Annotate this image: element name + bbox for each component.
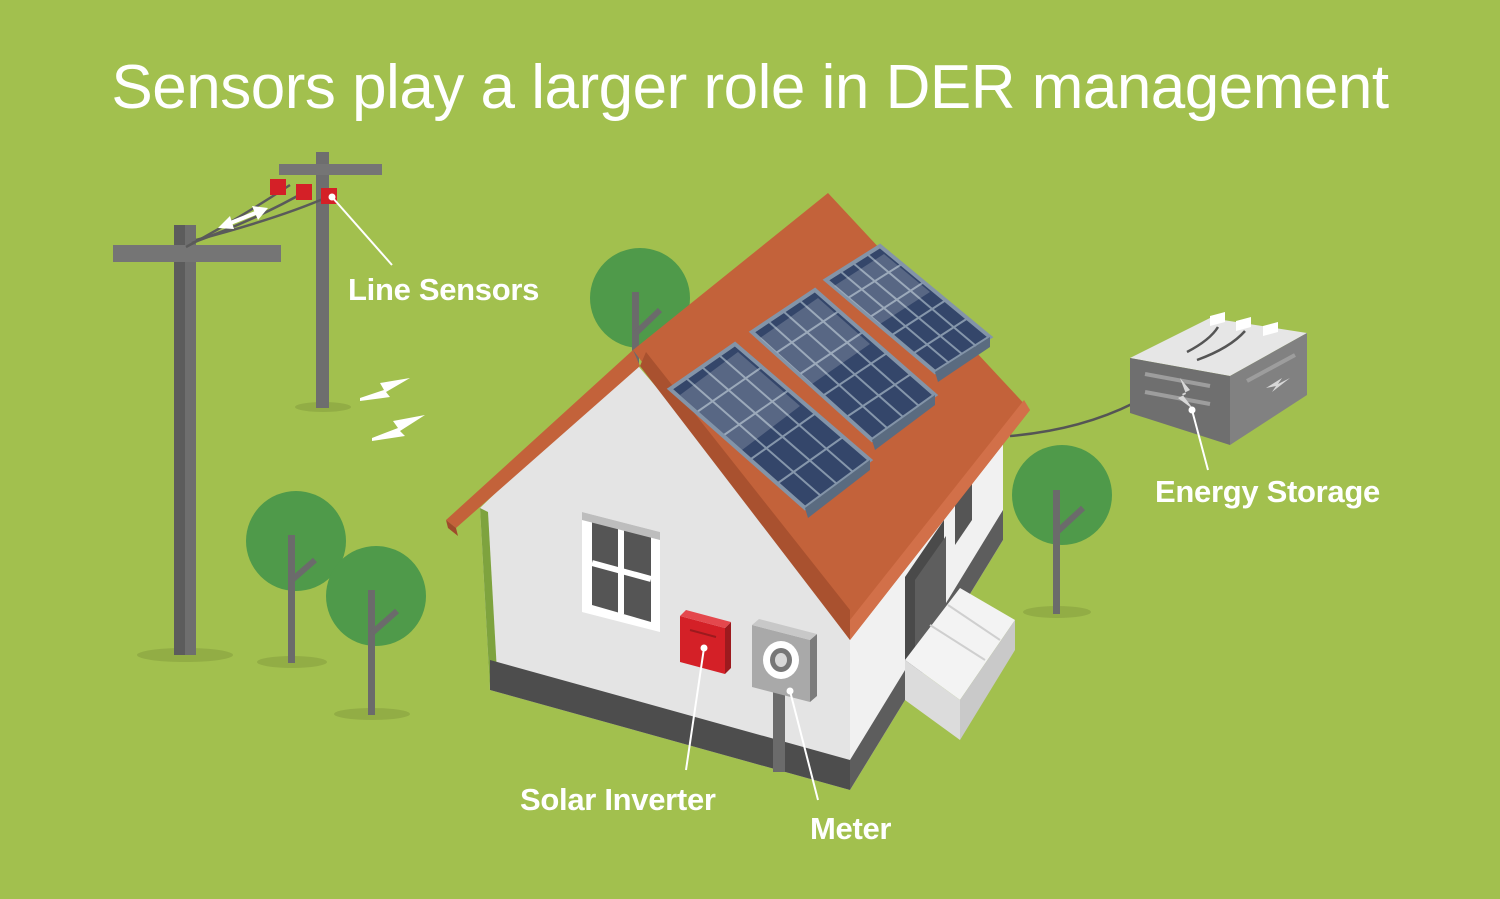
utility-pole-back	[279, 152, 382, 408]
line-sensor	[296, 184, 312, 200]
callout-dots	[328, 193, 1196, 695]
solar-panel	[748, 287, 939, 450]
tree-right	[1012, 445, 1112, 614]
tree-behind-house	[590, 248, 690, 364]
double-arrow-icon	[218, 206, 268, 229]
electric-meter	[752, 619, 817, 772]
wireless-signal-icon	[360, 378, 425, 441]
label-meter: Meter	[810, 811, 892, 846]
label-line-sensors: Line Sensors	[348, 272, 540, 307]
battery-terminals	[1210, 312, 1278, 336]
tree-left-2	[326, 546, 426, 715]
callout-lines	[331, 196, 1209, 801]
diagram-title: Sensors play a larger role in DER manage…	[111, 53, 1389, 122]
solar-panel	[822, 243, 994, 382]
utility-pole-front	[113, 225, 281, 655]
solar-panel	[666, 341, 874, 518]
solar-panels	[666, 243, 994, 518]
house-window	[582, 512, 660, 632]
label-energy-storage: Energy Storage	[1155, 474, 1380, 509]
tree-left-1	[246, 491, 346, 663]
storage-cable	[1009, 401, 1135, 438]
label-solar-inverter: Solar Inverter	[520, 782, 716, 817]
line-sensor	[270, 179, 286, 195]
